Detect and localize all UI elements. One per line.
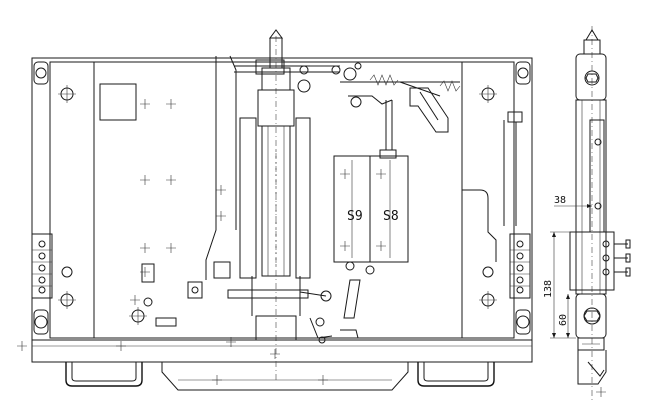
dimension-38: 38 [554,195,592,208]
left-handle [65,362,143,387]
latch-arm [409,87,523,226]
terminal-block-right [509,233,531,299]
relay-housing [333,155,409,263]
roller-top-right [515,61,531,85]
front-view: S9 S8 [17,29,533,391]
side-view: 38 138 60 [543,26,631,400]
operating-rod-assembly [227,29,311,380]
roller-bottom-left [33,309,49,335]
right-wall-contour [462,189,497,262]
dimension-138: 138 [543,231,576,339]
dim-38-label: 38 [554,195,566,206]
dim-60-label: 60 [558,314,569,326]
right-handle [417,362,495,387]
relay-label-s8: S8 [383,209,399,224]
base-plate [31,339,533,363]
relay-assembly: S9 S8 [333,155,409,275]
relay-label-s9: S9 [347,209,363,224]
inner-frame [49,61,515,339]
terminal-block-left [31,233,53,299]
dimension-60: 60 [558,294,570,338]
lower-linkage [299,279,361,344]
left-support-bar [205,56,217,280]
roller-bottom-right [515,309,531,335]
mounting-holes [58,85,497,325]
cross-markers [17,99,328,385]
top-link-mechanism [234,59,461,97]
side-terminal-bracket [569,231,615,291]
roller-top-left [33,61,49,85]
inspection-window [99,83,137,121]
switch-lever [348,95,397,159]
dim-138-label: 138 [543,280,554,298]
carriage-tray [161,362,409,391]
